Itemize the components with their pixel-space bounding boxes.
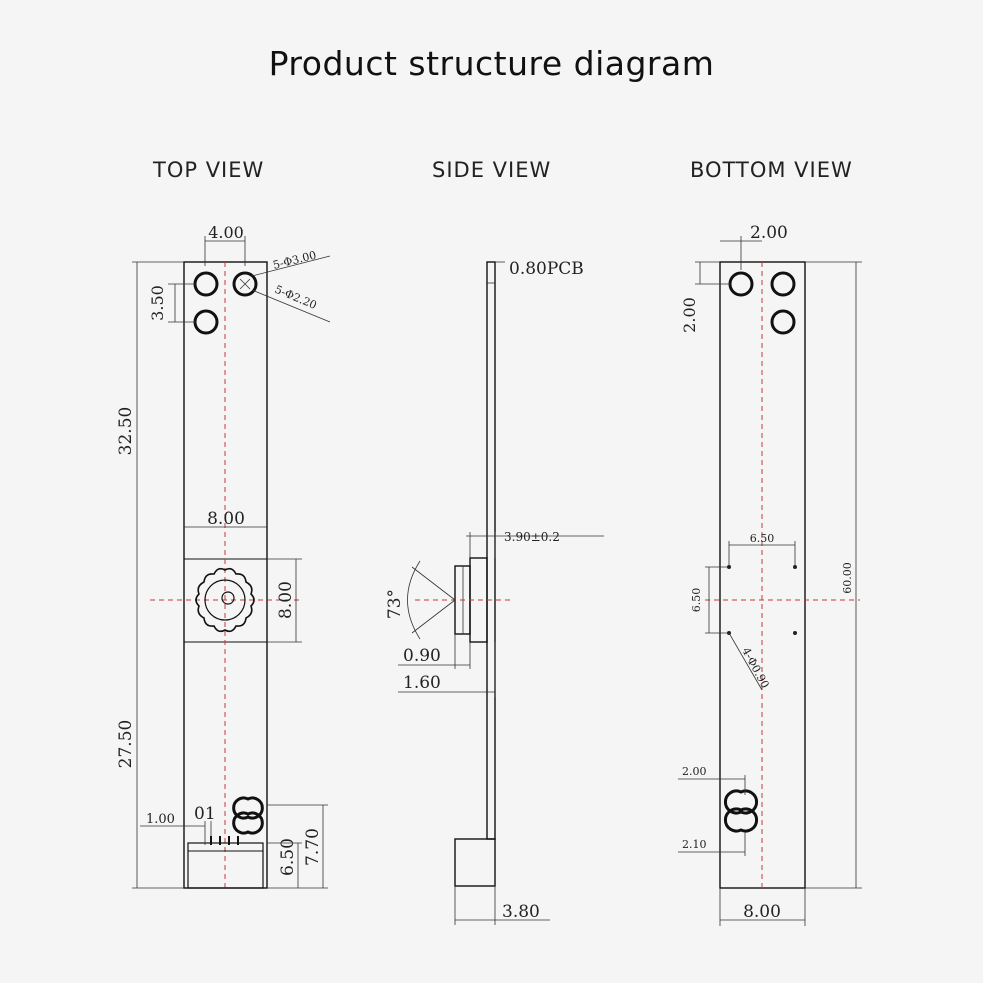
bottom-slot-lower xyxy=(723,807,759,833)
side-pcb-outline xyxy=(486,261,496,840)
dim-pin-offset: 1.00 xyxy=(146,812,175,827)
dim-fov: 73° xyxy=(385,589,405,619)
top-hole-2 xyxy=(232,271,258,297)
dim-upper-length: 32.50 xyxy=(116,407,136,456)
dim-board-width: 8.00 xyxy=(207,509,245,529)
bottom-view-title: BOTTOM VIEW xyxy=(690,158,853,182)
dim-lens-height: 3.90±0.2 xyxy=(504,530,560,544)
camera-lens-center xyxy=(221,591,235,605)
dim-mount-width: 6.50 xyxy=(750,532,775,545)
dim-bottom-hole-spacing: 2.00 xyxy=(680,297,699,333)
connector-outline xyxy=(187,842,264,889)
bottom-hole-2 xyxy=(770,271,796,297)
side-view: 73° 0.80PCB 3.90±0.2 0.90 1.60 3.80 xyxy=(385,259,604,925)
dim-hole-spacing: 3.50 xyxy=(148,285,167,321)
mount-hole-2 xyxy=(793,565,797,569)
dim-slot-b: 2.10 xyxy=(682,838,707,851)
top-view-title: TOP VIEW xyxy=(153,158,265,182)
dim-lens-a: 0.90 xyxy=(403,646,441,666)
top-slot-upper xyxy=(232,796,264,820)
pin-label: 01 xyxy=(194,804,216,824)
dim-lower-length: 27.50 xyxy=(116,720,136,769)
dim-camera-size: 8.00 xyxy=(276,581,296,619)
top-hole-mark-b xyxy=(239,278,251,290)
dim-connector-b: 7.70 xyxy=(303,828,323,866)
page-title: Product structure diagram xyxy=(268,44,715,83)
dim-bottom-top-width: 2.00 xyxy=(750,223,788,243)
top-hole-1 xyxy=(193,271,219,297)
dim-total-length: 60.00 xyxy=(841,562,854,594)
dim-slot-a: 2.00 xyxy=(682,765,707,778)
dim-lens-b: 1.60 xyxy=(403,673,441,693)
dim-pcb: 0.80PCB xyxy=(509,259,584,279)
mount-hole-1 xyxy=(727,565,731,569)
bottom-hole-1 xyxy=(728,271,754,297)
dim-mount-height: 6.50 xyxy=(690,588,703,613)
bottom-view: 2.00 2.00 60.00 6.50 6.50 4-Φ0.90 2.00 2… xyxy=(678,223,862,926)
side-connector xyxy=(454,838,496,887)
camera-lens-inner xyxy=(204,579,246,621)
bottom-slot-upper xyxy=(723,789,759,815)
side-view-title: SIDE VIEW xyxy=(432,158,552,182)
dim-holes-large: 5-Φ3.00 xyxy=(272,249,318,272)
top-hole-3 xyxy=(193,309,219,335)
dim-connector-a: 6.50 xyxy=(278,838,298,876)
dim-connector-depth: 3.80 xyxy=(502,902,540,922)
camera-lens-icon xyxy=(195,567,255,633)
top-slot-lower xyxy=(232,811,264,835)
mount-hole-4 xyxy=(793,631,797,635)
dim-mount-hole: 4-Φ0.90 xyxy=(739,645,771,690)
dim-top-width: 4.00 xyxy=(208,223,244,242)
bottom-hole-3 xyxy=(770,309,796,335)
dim-bottom-board-width: 8.00 xyxy=(743,902,781,922)
top-view: 4.00 5-Φ3.00 5-Φ2.20 3.50 32.50 8.00 8.0… xyxy=(116,223,331,889)
